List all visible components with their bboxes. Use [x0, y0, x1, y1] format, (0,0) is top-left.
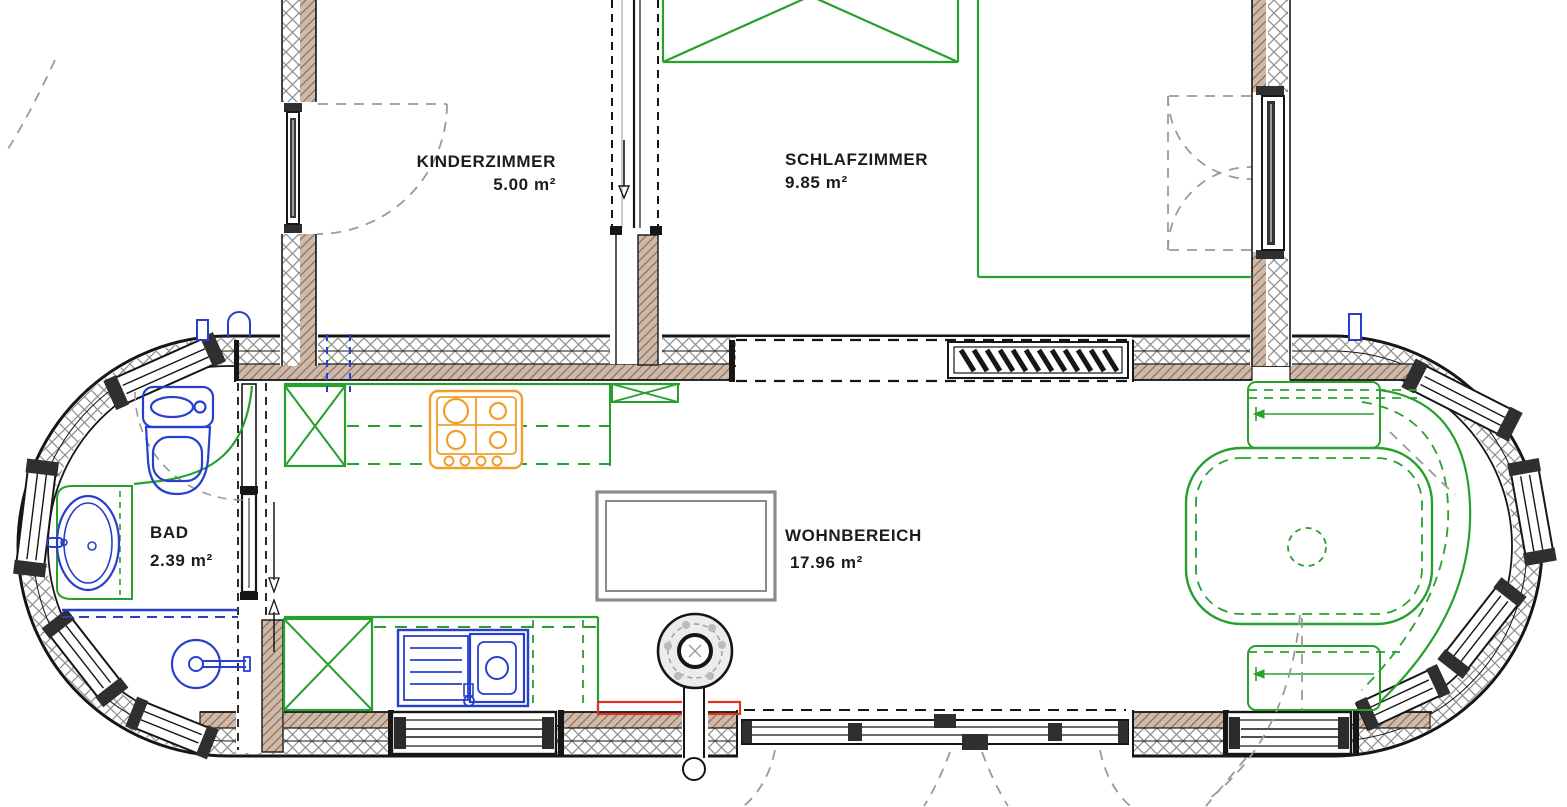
room-label-schlafzimmer: SCHLAFZIMMER: [785, 150, 928, 169]
kitchen-sink: [396, 628, 530, 708]
service-connections: [196, 311, 1362, 392]
room-labels: KINDERZIMMER 5.00 m² SCHLAFZIMMER 9.85 m…: [150, 150, 928, 572]
schlafzimmer-exterior-wall: [1250, 0, 1292, 366]
room-label-kinderzimmer: KINDERZIMMER: [417, 152, 556, 171]
vent-pipe: [196, 319, 209, 341]
kitchen-upper-counter: [283, 382, 680, 468]
side-table: [1287, 527, 1327, 567]
sleeping-area-furniture: [661, 0, 1472, 711]
gas-hob: [428, 389, 524, 470]
wood-stove: [596, 612, 742, 781]
dining-table: [595, 490, 777, 602]
window: [1401, 358, 1523, 442]
room-label-bad: BAD: [150, 523, 189, 542]
top-opening-and-grille: [736, 337, 1132, 383]
u-pipe: [227, 311, 251, 338]
wardrobe-top: [1247, 381, 1420, 449]
door-handle: [934, 714, 956, 728]
flue-outlet: [682, 757, 706, 781]
kinderzimmer-exterior-wall: [279, 0, 319, 366]
wood-wall-bands: [199, 340, 1431, 756]
central-wall-sliding-door: [610, 0, 662, 366]
room-area-bad: 2.39 m²: [150, 551, 213, 570]
room-area-kinderzimmer: 5.00 m²: [493, 175, 556, 194]
room-area-schlafzimmer: 9.85 m²: [785, 173, 848, 192]
shower-head: [170, 638, 251, 690]
kitchen-window: [390, 710, 558, 756]
washbasin: [46, 494, 121, 592]
washbasin-counter: [56, 485, 133, 600]
door-handle: [962, 734, 988, 750]
double-bed-upper: [661, 0, 960, 64]
folding-glass-door: [738, 708, 1132, 807]
kitchen-lower-counter: [282, 615, 600, 712]
bath-partition-wall: [236, 381, 284, 753]
curved-bench: [1361, 388, 1472, 703]
kitchen: [282, 382, 680, 712]
living-area: [595, 490, 777, 781]
lounge-bed: [1184, 446, 1434, 626]
terrace-window: [1225, 710, 1353, 756]
window: [1507, 458, 1557, 566]
wardrobe-bottom: [1247, 645, 1400, 711]
door-swings: [5, 59, 1456, 807]
window: [13, 458, 59, 578]
room-area-wohnbereich: 17.96 m²: [790, 553, 863, 572]
toilet: [141, 385, 215, 496]
heat-shield: [596, 700, 742, 716]
curved-wall-windows: [13, 332, 1557, 760]
shower-enclosure: [133, 385, 254, 486]
room-label-wohnbereich: WOHNBEREICH: [785, 526, 922, 545]
door-swing-traces: [743, 749, 1131, 807]
window: [125, 696, 219, 760]
bathroom: [46, 385, 254, 690]
bath-door-swing: [134, 391, 244, 501]
vent-pipe: [1348, 313, 1362, 341]
window: [1437, 577, 1527, 679]
